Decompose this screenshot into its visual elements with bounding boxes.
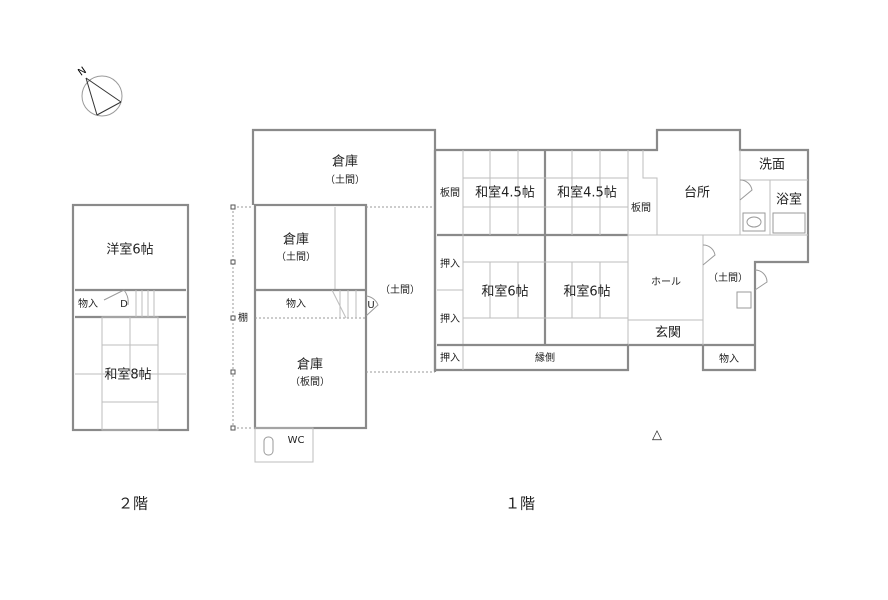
room-western-6: 洋室6帖 xyxy=(106,242,153,258)
svg-text:N: N xyxy=(76,65,88,78)
room-itama-left: 板間 xyxy=(440,186,460,199)
room-warehouse-bottom: 倉庫 xyxy=(297,358,323,373)
room-storage-2f: 物入 xyxy=(78,297,98,310)
room-washroom: 洗面 xyxy=(759,158,785,173)
floor2-title: ２階 xyxy=(118,495,148,513)
room-warehouse-top: 倉庫 xyxy=(332,155,358,170)
stairs-down-label: D xyxy=(120,299,128,310)
room-storage-1f-right: 物入 xyxy=(719,352,739,365)
room-oshiire-1: 押入 xyxy=(440,257,460,270)
room-oshiire-3: 押入 xyxy=(440,351,460,364)
room-japanese-6-b: 和室6帖 xyxy=(563,284,610,300)
room-entrance: 玄関 xyxy=(655,326,681,341)
north-compass-icon: N xyxy=(76,65,123,117)
floor2-plan xyxy=(71,203,190,432)
room-japanese-45-a: 和室4.5帖 xyxy=(475,185,535,201)
room-wc: WC xyxy=(288,435,305,446)
shelf-label: 棚 xyxy=(238,311,248,324)
room-japanese-45-b: 和室4.5帖 xyxy=(557,185,617,201)
room-bathroom: 浴室 xyxy=(776,192,802,208)
room-warehouse-mid: 倉庫 xyxy=(283,233,309,248)
room-japanese-6-a: 和室6帖 xyxy=(481,284,528,300)
room-storage-1f-left: 物入 xyxy=(286,297,306,310)
floor1-title: １階 xyxy=(505,495,535,513)
room-oshiire-2: 押入 xyxy=(440,312,460,325)
room-hall: ホール xyxy=(651,276,681,288)
stairs-up-label: U xyxy=(367,300,374,311)
room-itama-right: 板間 xyxy=(631,201,651,214)
room-kitchen: 台所 xyxy=(684,186,710,201)
room-warehouse-top-sub: （土間） xyxy=(325,173,365,186)
floor1-house-block xyxy=(433,128,810,372)
room-japanese-8: 和室8帖 xyxy=(104,367,151,383)
room-engawa: 縁側 xyxy=(535,351,555,364)
room-warehouse-mid-sub: （土間） xyxy=(276,250,316,263)
room-doma-center: （土間） xyxy=(380,283,420,296)
entrance-marker-icon: △ xyxy=(652,428,662,443)
room-doma-right: （土間） xyxy=(708,271,748,284)
room-warehouse-bottom-sub: （板間） xyxy=(290,375,330,388)
